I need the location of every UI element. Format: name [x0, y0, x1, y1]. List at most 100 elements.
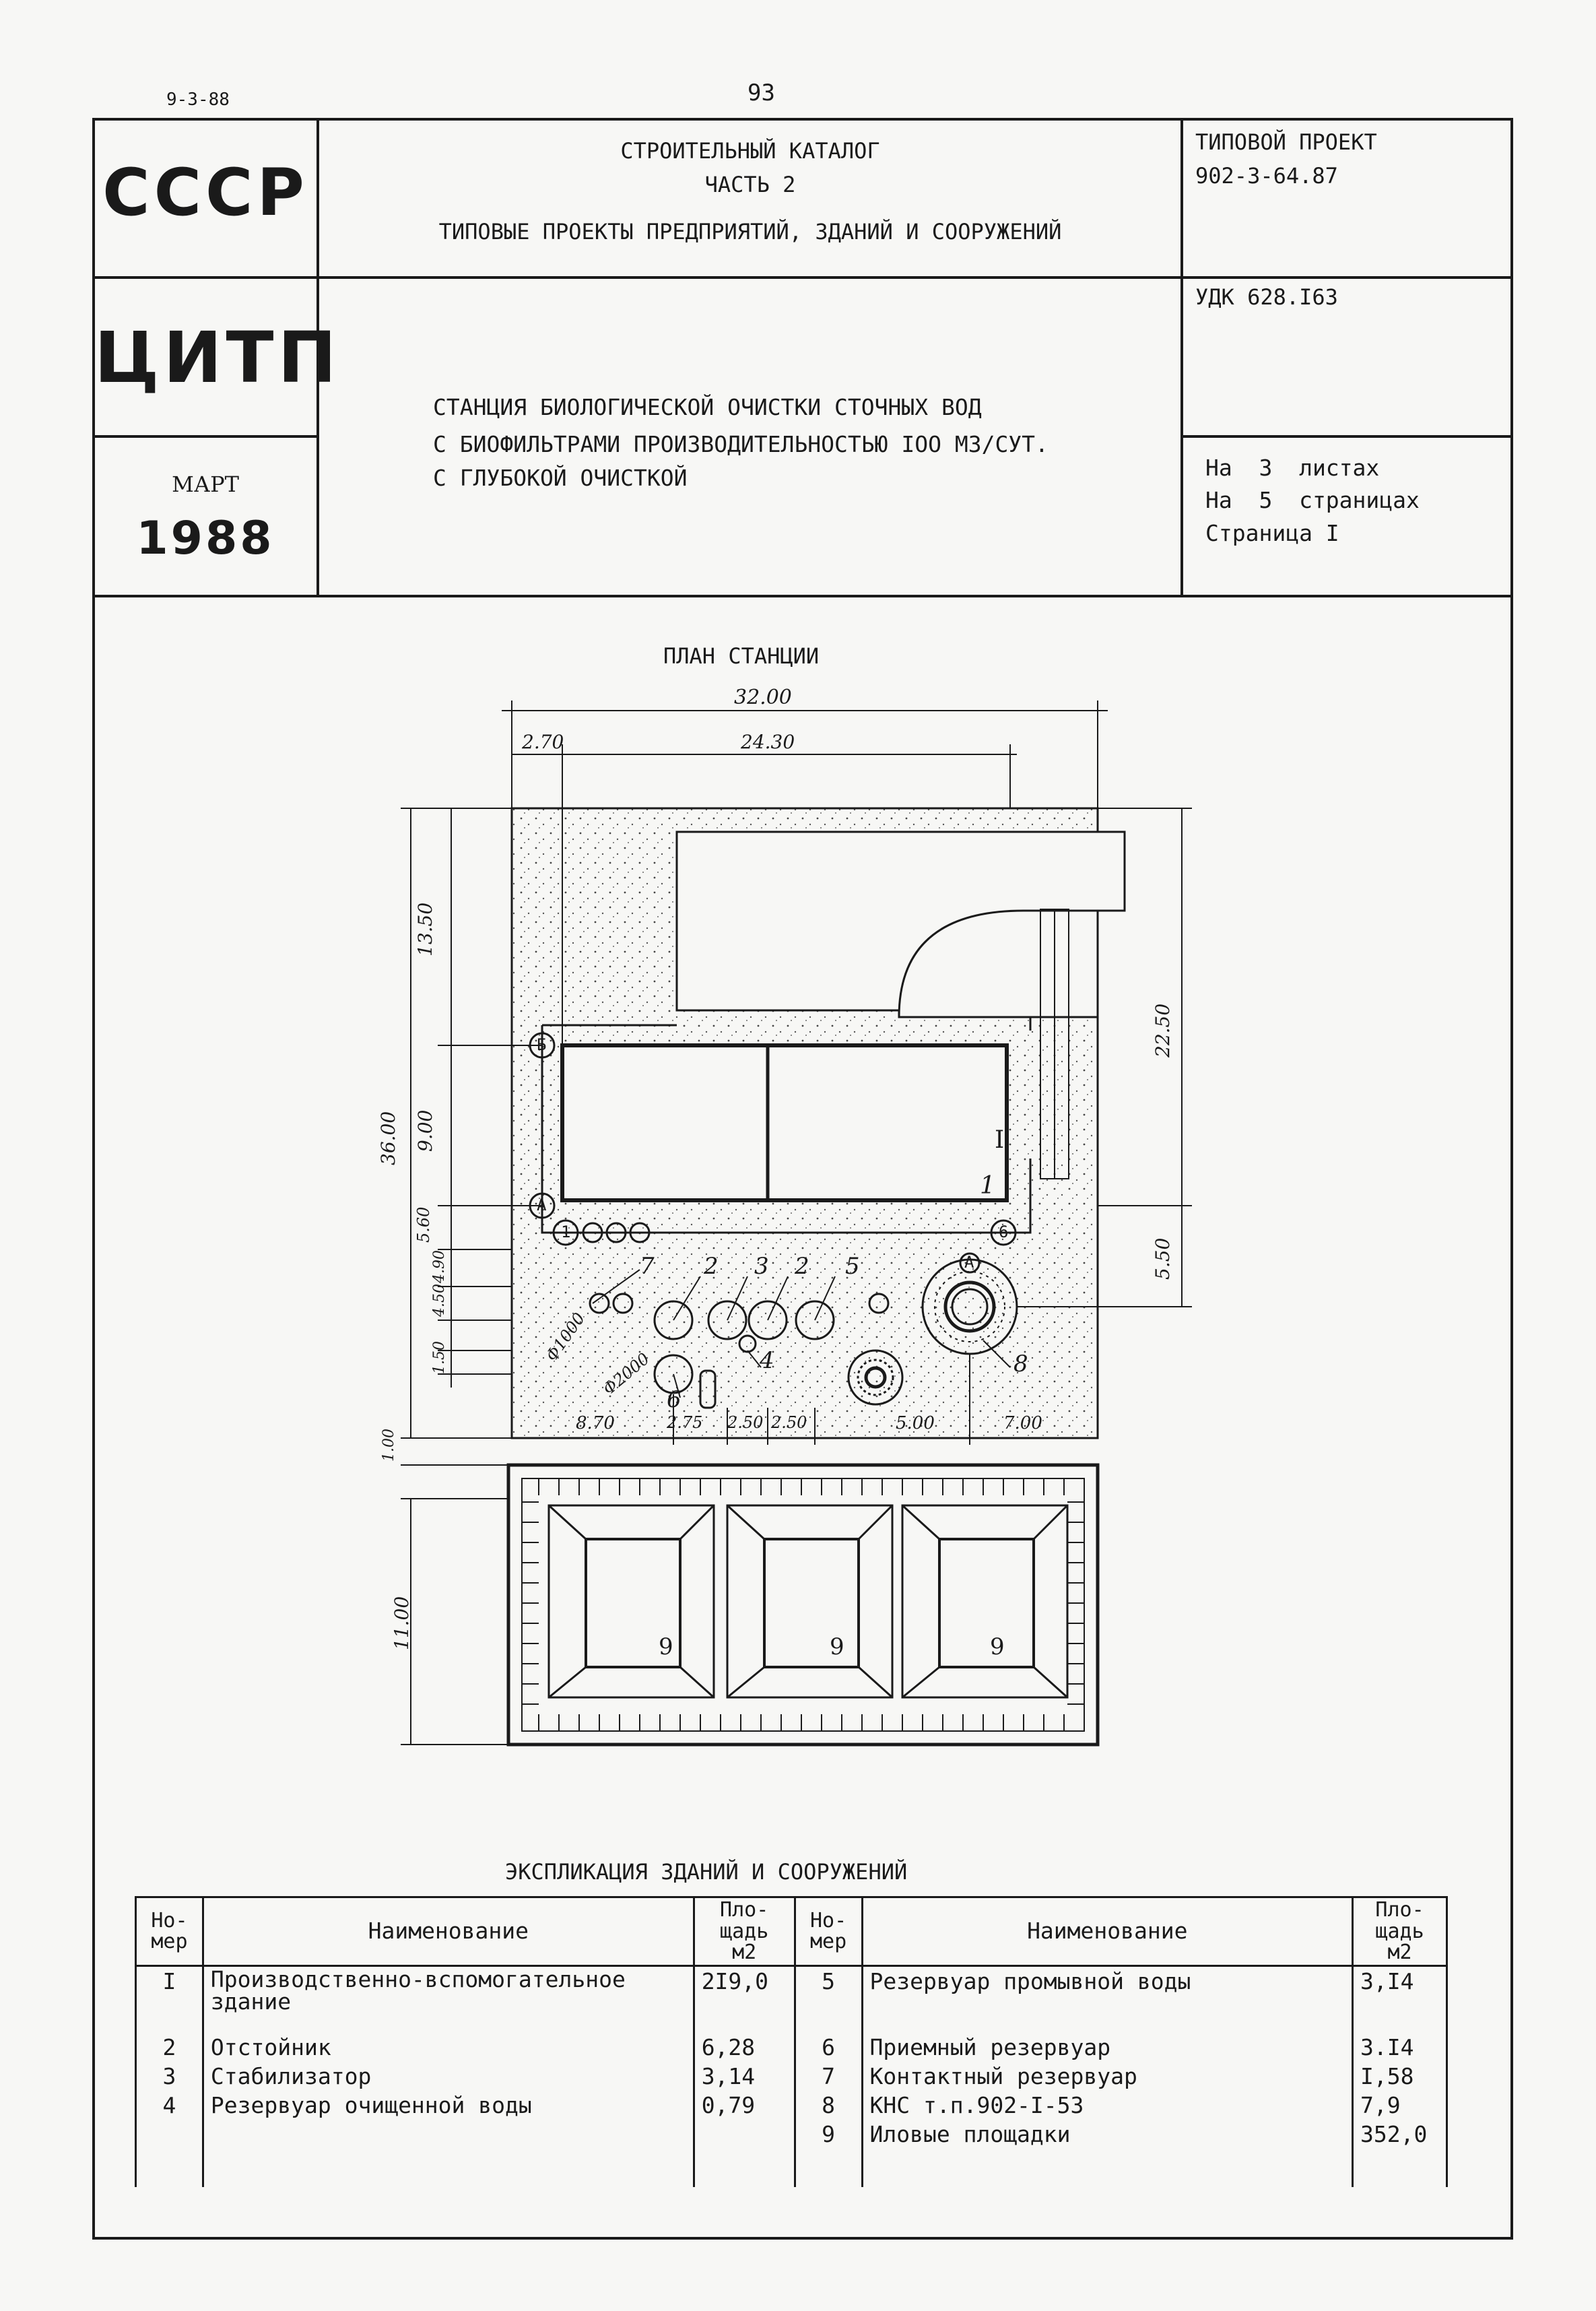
dim-b-2-50a: 2.50	[727, 1413, 764, 1432]
row-num: I	[135, 1965, 204, 2033]
page-number: 93	[747, 79, 775, 106]
label-4: 4	[760, 1347, 774, 1374]
dim-b-7-00: 7.00	[1003, 1413, 1042, 1433]
row-area: 3.I4	[1352, 2033, 1448, 2062]
table-row: 4 Резервуар очищенной воды 0,79 8 КНС т.…	[135, 2091, 1448, 2120]
explication-header-row: Но- мер Наименование Пло- щадь м2 Но- ме…	[135, 1896, 1448, 1967]
axis-6-label: 6	[999, 1223, 1009, 1241]
row-name	[201, 2120, 695, 2187]
catalog-line-2: ЧАСТЬ 2	[704, 172, 796, 197]
header-vline-left	[317, 118, 319, 596]
dim-inner-width: 24.30	[741, 731, 795, 753]
dim-left-5-60: 5.60	[414, 1206, 433, 1243]
row-num: 6	[793, 2033, 863, 2062]
dim-b-2-50b: 2.50	[771, 1413, 807, 1432]
dim-b-2-75: 2.75	[667, 1413, 703, 1432]
axis-b-label: Б	[537, 1035, 547, 1054]
table-row: 3 Стабилизатор 3,14 7 Контактный резерву…	[135, 2062, 1448, 2091]
catalog-line-1: СТРОИТЕЛЬНЫЙ КАТАЛОГ	[620, 138, 880, 164]
project-title-line-1: СТАНЦИЯ БИОЛОГИЧЕСКОЙ ОЧИСТКИ СТОЧНЫХ ВО…	[433, 394, 982, 420]
label-9b: 9	[830, 1633, 844, 1660]
axis-1-label: 1	[561, 1223, 571, 1241]
axis-a2-label: А	[964, 1253, 974, 1272]
building-label-arabic: 1	[980, 1172, 995, 1200]
row-num: 9	[793, 2120, 863, 2187]
project-title-line-2: С БИОФИЛЬТРАМИ ПРОИЗВОДИТЕЛЬНОСТЬЮ IOO М…	[433, 431, 1049, 457]
dim-right-5-50: 5.50	[1152, 1237, 1174, 1280]
row-name: Приемный резервуар	[861, 2033, 1354, 2062]
col-area-right: Пло- щадь м2	[1352, 1896, 1448, 1967]
row-num: 2	[135, 2033, 204, 2062]
citp-logo: ЦИТП	[94, 317, 341, 399]
axis-a-label: А	[537, 1196, 547, 1214]
label-8: 8	[1013, 1350, 1028, 1377]
issue-year: 1988	[136, 512, 275, 565]
catalog-line-3: ТИПОВЫЕ ПРОЕКТЫ ПРЕДПРИЯТИЙ, ЗДАНИЙ И СО…	[438, 219, 1062, 245]
dim-left-13-50: 13.50	[414, 902, 436, 956]
label-9a: 9	[659, 1633, 673, 1660]
dim-gap-1-00: 1.00	[380, 1429, 397, 1462]
row-area: I,58	[1352, 2062, 1448, 2091]
row-name: Резервуар очищенной воды	[201, 2091, 695, 2120]
dim-left-offset: 2.70	[522, 731, 564, 753]
row-area: 3,I4	[1352, 1965, 1448, 2033]
udk-code: УДК 628.I63	[1195, 284, 1338, 310]
pages-count: На 5 страницах	[1205, 487, 1420, 513]
dim-left-4-90: 4.90	[431, 1250, 448, 1283]
dim-total-height: 36.00	[377, 1111, 399, 1165]
dim-left-1-50: 1.50	[431, 1341, 448, 1374]
row-name: Стабилизатор	[201, 2062, 695, 2091]
dim-b-5-00: 5.00	[896, 1413, 935, 1433]
header-line-row1	[92, 276, 1513, 279]
row-num: 7	[793, 2062, 863, 2091]
table-row: 2 Отстойник 6,28 6 Приемный резервуар 3.…	[135, 2033, 1448, 2062]
col-num-right: Но- мер	[793, 1896, 863, 1967]
issue-month: МАРТ	[172, 471, 239, 497]
row-num: 5	[793, 1965, 863, 2033]
sheet-frame	[92, 118, 1513, 2240]
label-3: 3	[754, 1253, 769, 1280]
label-7: 7	[640, 1253, 655, 1280]
dim-left-9-00: 9.00	[414, 1109, 436, 1152]
dim-b-8-70: 8.70	[576, 1413, 615, 1433]
row-name: Резервуар промывной воды	[861, 1965, 1354, 2033]
col-name-right: Наименование	[861, 1896, 1354, 1967]
row-area: 7,9	[1352, 2091, 1448, 2120]
dim-left-4-50: 4.50	[431, 1284, 448, 1317]
label-9c: 9	[990, 1633, 1005, 1660]
plan-title: ПЛАН СТАНЦИИ	[663, 643, 820, 669]
row-num: 3	[135, 2062, 204, 2091]
cccp-logo: СССР	[102, 155, 308, 230]
table-row: 9 Иловые площадки 352,0	[135, 2120, 1448, 2187]
row-area: 352,0	[1352, 2120, 1448, 2187]
label-2a: 2	[704, 1253, 719, 1280]
sheets-count: На 3 листах	[1205, 455, 1380, 481]
corner-code: 9-3-88	[166, 90, 230, 110]
page-label: Страница I	[1205, 520, 1339, 546]
label-6: 6	[667, 1386, 681, 1413]
row-name: Иловые площадки	[861, 2120, 1354, 2187]
header-vline-right	[1181, 118, 1183, 596]
row-area	[692, 2120, 796, 2187]
table-row: I Производственно-вспомогательное здание…	[135, 1965, 1448, 2033]
dim-total-width: 32.00	[734, 686, 792, 709]
row-num: 4	[135, 2091, 204, 2120]
row-name: Контактный резервуар	[861, 2062, 1354, 2091]
col-name-left: Наименование	[201, 1896, 695, 1967]
header-bottom-line	[92, 595, 1513, 597]
row-name: Производственно-вспомогательное здание	[201, 1965, 695, 2033]
row-area: 2I9,0	[692, 1965, 796, 2033]
col-area-left: Пло- щадь м2	[692, 1896, 796, 1967]
row-area: 3,14	[692, 2062, 796, 2091]
building-label-roman: I	[995, 1126, 1005, 1154]
label-2b: 2	[795, 1253, 809, 1280]
row-name: Отстойник	[201, 2033, 695, 2062]
explication-table: Но- мер Наименование Пло- щадь м2 Но- ме…	[135, 1896, 1448, 2187]
dim-bottom-11-00: 11.00	[391, 1596, 413, 1650]
explication-title: ЭКСПЛИКАЦИЯ ЗДАНИЙ И СООРУЖЕНИЙ	[505, 1859, 908, 1885]
row-area: 6,28	[692, 2033, 796, 2062]
row-name: КНС т.п.902-I-53	[861, 2091, 1354, 2120]
row-num	[135, 2120, 204, 2187]
typical-project-label: ТИПОВОЙ ПРОЕКТ	[1195, 129, 1377, 155]
